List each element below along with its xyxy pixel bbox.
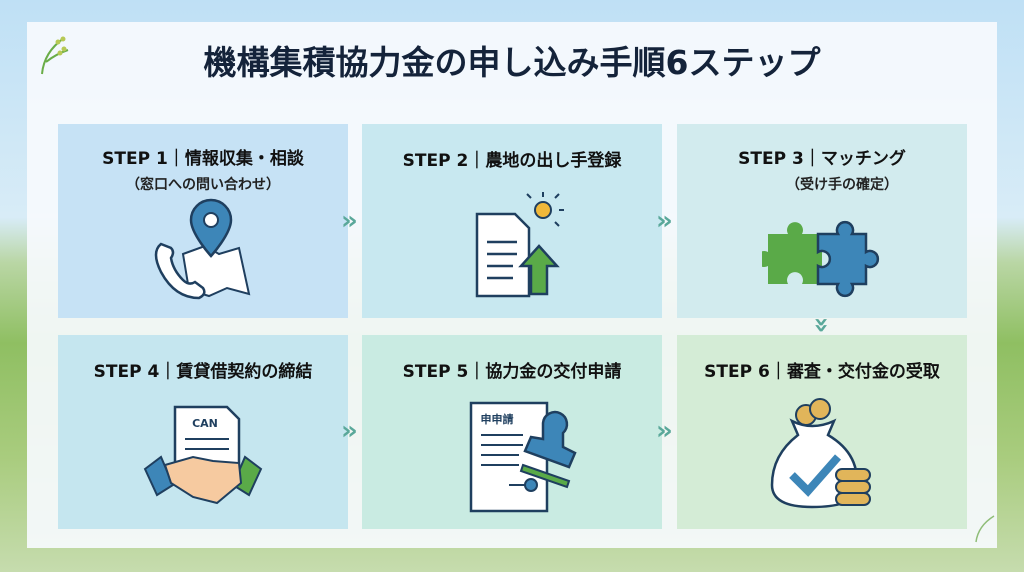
next-arrow-icon: » <box>341 206 358 236</box>
step-title: STEP 2｜農地の出し手登録 <box>402 151 622 171</box>
money-bag-check-icon <box>770 398 871 509</box>
next-arrow-icon: » <box>341 416 358 446</box>
step-card-2: STEP 2｜農地の出し手登録 <box>362 124 662 318</box>
step-card-6: STEP 6｜審査・交付金の受取 <box>677 335 967 529</box>
step-card-4: STEP 4｜賃貸借契約の締結 CAN <box>58 335 348 529</box>
document-label: CAN <box>192 417 218 430</box>
step-card-1: STEP 1｜情報収集・相談 （窓口への問い合わせ） <box>58 124 348 318</box>
document-upload-icon <box>475 192 564 298</box>
stamp-application-icon: 申申請 <box>469 401 577 513</box>
step-title: STEP 1｜情報収集・相談 <box>102 149 304 169</box>
puzzle-icon <box>762 220 880 298</box>
step-subtitle: （受け手の確定） <box>786 177 898 193</box>
next-arrow-icon: » <box>656 416 673 446</box>
document-label: 申申請 <box>481 412 514 426</box>
page-title: 機構集積協力金の申し込み手順6ステップ <box>203 43 821 82</box>
down-arrow-icon: » <box>806 316 837 334</box>
step-title: STEP 3｜マッチング <box>738 149 906 169</box>
rice-plant-icon <box>41 36 69 75</box>
rice-plant-icon <box>975 515 995 543</box>
step-subtitle: （窓口への問い合わせ） <box>126 177 280 193</box>
handshake-contract-icon: CAN <box>143 405 263 505</box>
step-title: STEP 4｜賃貸借契約の締結 <box>93 362 313 382</box>
phone-map-pin-icon <box>154 198 251 300</box>
step-card-5: STEP 5｜協力金の交付申請 申申請 <box>362 335 662 529</box>
step-title: STEP 5｜協力金の交付申請 <box>402 362 622 382</box>
step-card-3: STEP 3｜マッチング （受け手の確定） <box>677 124 967 318</box>
step-title: STEP 6｜審査・交付金の受取 <box>704 362 940 382</box>
next-arrow-icon: » <box>656 206 673 236</box>
